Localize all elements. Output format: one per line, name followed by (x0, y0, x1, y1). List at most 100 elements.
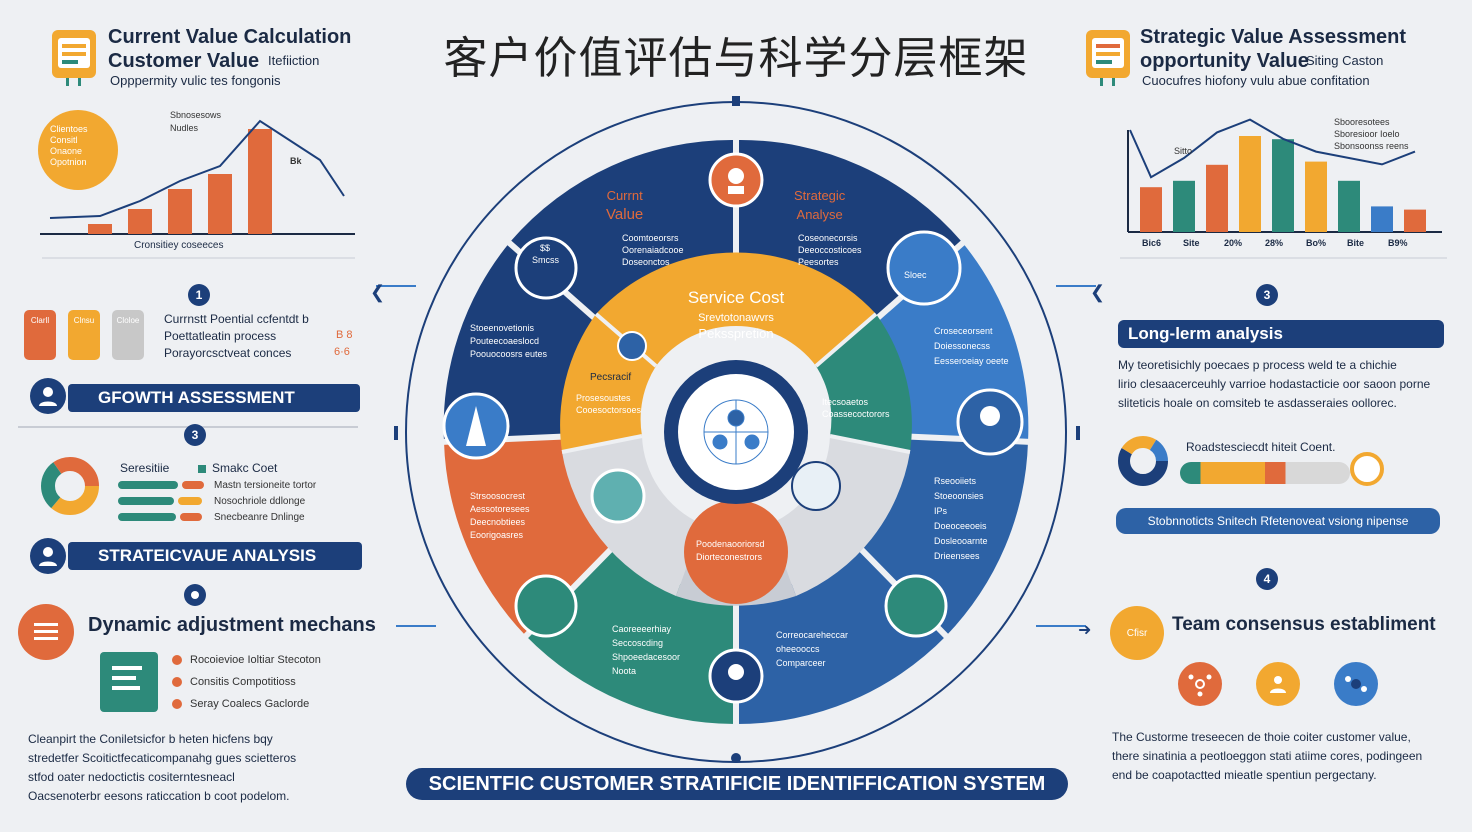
left-chart-bar (88, 224, 112, 234)
growth-assessment-banner: GFOWTH ASSESSMENT (68, 384, 360, 412)
growth-line-2: Poettatleatin process (164, 329, 277, 343)
growth-value-1: B 8 (336, 329, 353, 341)
wheel-inner-left-text-1: Prosesoustes (576, 393, 631, 403)
strategic-person-icon (30, 538, 66, 574)
wheel-small-badge-1: $$ (540, 243, 551, 253)
dynamic-menu-icon (18, 604, 74, 660)
wheel-top-left-text-2: Oorenaiadcooe (622, 245, 684, 255)
left-header-icon (50, 28, 100, 88)
right-chart-tick-label: Site (1183, 238, 1200, 248)
long-term-line-2: lirio clesaacerceuhly varrioe hodastacti… (1118, 377, 1431, 391)
inner-service-cost (596, 252, 876, 366)
wheel-top-right-title: Strategic Analyse (794, 186, 845, 224)
long-term-legend: Roadstesciecdt hiteit Coent. (1186, 440, 1336, 454)
wheel-bottom-left-text: Caoreeeerhiay Seccoscding Shpoeedacesoor… (612, 622, 680, 678)
wheel-right-low-text-5: Dosleooarnte (934, 536, 988, 546)
right-chart-bar (1404, 209, 1426, 232)
circle-text-3: Onaone (50, 146, 83, 156)
badge-inner-bottomleft-icon (590, 468, 646, 524)
wheel-left-mid-text-3: Poouocoosrs eutes (470, 349, 548, 359)
circle-text-1: Clientoes (50, 124, 88, 134)
ring-marker-right (1076, 426, 1080, 440)
arrow-right-icon: ➜ (1078, 622, 1092, 639)
left-chart-peak-label: Bk (290, 156, 302, 166)
growth-line-3: Porayorcsctveat conces (164, 346, 292, 360)
dynamic-item-3: Seray Coalecs Gaclorde (190, 698, 310, 710)
long-term-line-3: sliteticis hoale on comsiteb te asdasser… (1118, 396, 1397, 410)
team-network-icon-1 (1178, 662, 1222, 706)
wheel-left-mid-text-2: Pouteecoaeslocd (470, 336, 540, 346)
right-header-line1: Strategic Value Assessment (1140, 26, 1407, 48)
team-network-icon-3 (1334, 662, 1378, 706)
dynamic-title: Dynamic adjustment mechans (88, 614, 376, 636)
wheel-small-badge-left: $$ Smcss (532, 242, 559, 266)
wheel-top-right-title-1: Strategic (794, 188, 846, 203)
ring-marker-left (394, 426, 398, 440)
wheel-top-right-text: Coseonecorsis Deeoccosticoes Peesortes (798, 232, 862, 268)
dynamic-paragraph-line-4: Oacsenoterbr eesons raticcation b coot p… (28, 789, 290, 803)
step-number-1: 1 (188, 284, 210, 306)
badge-left-top-icon (514, 236, 578, 300)
wheel-left-low-text-3: Deecnobtiees (470, 517, 526, 527)
left-chart-bar (168, 189, 192, 234)
right-chart-bar (1206, 164, 1228, 232)
dynamic-bullet-2 (172, 677, 182, 687)
wheel-bottom-right-text-3: Comparceer (776, 658, 826, 668)
badge-right-mid-icon (956, 388, 1024, 456)
hub-network-icon (703, 399, 769, 465)
wheel-inner-left-text-2: Cooesoctorsoes (576, 405, 642, 415)
badge-right-top-icon (886, 230, 962, 306)
strategic-line-3: Snecbeanre Dnlinge (214, 512, 305, 523)
inner-bottom-right (770, 436, 910, 596)
wheel-inner-right-text: Itecsoaetos Coassecoctorors (822, 396, 890, 420)
left-chart-bar (208, 174, 232, 234)
right-header-line3: Cuocufres hiofony vulu abue confitation (1142, 73, 1370, 88)
right-chart-tick-label: Bite (1347, 238, 1365, 248)
left-chart-bar (128, 209, 152, 234)
wheel-right-low-text-6: Drieensees (934, 551, 980, 561)
wheel-right-low-text-3: IPs (934, 506, 948, 516)
wheel-right-low-text: Rseooiiets Stoeoonsies IPs Doeoceeoeis D… (934, 474, 988, 564)
wheel-center-title: Service Cost (687, 288, 785, 307)
right-chart-bar (1272, 139, 1294, 232)
circle-text-2: Consitl (50, 135, 78, 145)
dynamic-document-icon (100, 652, 158, 712)
right-chart-legend-3: Sbonsoonss reens (1334, 141, 1409, 151)
step-number-4: 4 (1256, 568, 1278, 590)
step-number-3-left: 3 (184, 424, 206, 446)
wheel-top-left-title: Currnt Value (606, 186, 643, 224)
right-chart-legend-1: Sbooresotees (1334, 117, 1390, 127)
ring-marker-top (732, 96, 740, 106)
wheel-small-badge-right: Sloec (904, 270, 927, 280)
right-chart-legend: Sbooresotees Sboresioor Ioelo Sbonsoonss… (1334, 116, 1409, 152)
left-chart (30, 100, 360, 260)
wheel-bottom-left-text-3: Shpoeedacesoor (612, 652, 681, 662)
wheel-inner-right-text-1: Itecsoaetos (822, 397, 869, 407)
team-line-1: The Custorme treseecen de thoie coiter c… (1112, 730, 1411, 744)
left-chart-annotation2: Nudles (170, 123, 199, 133)
arrow-left-icon-2: ❮ (1090, 282, 1106, 302)
right-header-line2: opportunity Value (1140, 50, 1309, 72)
wheel-top-left-text-1: Coomtoeorsrs (622, 233, 679, 243)
dynamic-paragraph-line-1: Cleanpirt the Coniletsicfor b heten hicf… (28, 732, 273, 746)
dynamic-paragraph-line-2: stredetfer Scoitictfecaticompanahg gues … (28, 751, 297, 765)
dynamic-paragraph-line-3: stfod oater nedoctictis cositerntesneacl (28, 770, 235, 784)
right-chart-tick-label: 20% (1224, 238, 1243, 248)
right-header-line2-small: Siting Caston (1306, 53, 1384, 68)
right-chart-tick-label: Bic6 (1142, 238, 1162, 248)
badge-top-icon (708, 152, 764, 208)
strategic-line-2: Nosochriole ddlonge (214, 496, 306, 507)
clipboard-icon (1086, 30, 1130, 86)
wheel-bottom-left-text-1: Caoreeeerhiay (612, 624, 672, 634)
right-chart-bar (1305, 161, 1327, 232)
inner-bottom-circle (684, 500, 788, 604)
left-chart-xlabel: Cronsitiey coseeces (134, 240, 224, 251)
long-term-pill: Stobnnoticts Snitech Rfetenoveat vsiong … (1116, 508, 1440, 534)
inner-right (816, 314, 912, 452)
dynamic-paragraph: Cleanpirt the Coniletsicfor b heten hicf… (28, 730, 296, 806)
team-network-icon-2 (1256, 662, 1300, 706)
wheel-left-mid-text: Stoeenovetionis Pouteecoaeslocd Poouocoo… (470, 322, 547, 361)
right-chart-legend-2: Sboresioor Ioelo (1334, 129, 1400, 139)
wheel-inner-left-label: Pecsracif (590, 372, 632, 383)
